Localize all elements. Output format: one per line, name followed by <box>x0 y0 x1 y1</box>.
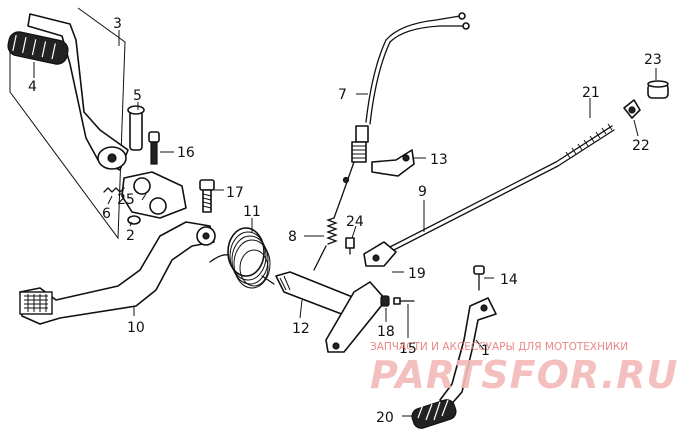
callout-5: 5 <box>133 88 142 104</box>
pedal-tread <box>19 291 53 315</box>
callout-10: 10 <box>127 320 145 336</box>
callout-21: 21 <box>582 85 600 101</box>
callout-22: 22 <box>632 138 650 154</box>
callout-23: 23 <box>644 52 662 68</box>
kick-grip-rubber <box>7 31 69 65</box>
callout-18: 18 <box>377 324 395 340</box>
watermark-subtitle: ЗАПЧАСТИ И АКСЕССУАРЫ ДЛЯ МОТОТЕХНИКИ <box>370 341 628 353</box>
callout-2: 2 <box>126 228 135 244</box>
adjusting-nut <box>647 80 669 99</box>
stop-arm <box>439 297 497 409</box>
callout-8: 8 <box>288 229 297 245</box>
brake-shaft <box>275 271 387 353</box>
kick-pin <box>127 105 145 151</box>
return-spring <box>209 227 275 289</box>
peg-rubber <box>411 399 457 429</box>
callout-12: 12 <box>292 321 310 337</box>
kick-joint <box>103 171 187 225</box>
bolt-24 <box>345 237 355 255</box>
leader-lines <box>33 30 657 417</box>
callout-1: 1 <box>481 343 490 359</box>
callout-7: 7 <box>338 87 347 103</box>
bolt-17 <box>199 179 215 213</box>
callout-3: 3 <box>113 16 122 32</box>
callout-9: 9 <box>418 184 427 200</box>
callout-24: 24 <box>346 214 364 230</box>
callout-25: 25 <box>117 192 135 208</box>
switch-cable <box>341 12 470 197</box>
callout-13: 13 <box>430 152 448 168</box>
callout-19: 19 <box>408 266 426 282</box>
switch-bracket <box>371 149 415 177</box>
kick-starter-assembly <box>7 7 187 240</box>
callout-14: 14 <box>500 272 518 288</box>
callout-6: 6 <box>102 206 111 222</box>
bolt-14 <box>473 265 485 291</box>
callout-17: 17 <box>226 185 244 201</box>
callout-11: 11 <box>243 204 261 220</box>
callout-4: 4 <box>28 79 37 95</box>
bolt-16 <box>148 131 160 165</box>
brake-pedal <box>19 221 216 325</box>
callout-16: 16 <box>177 145 195 161</box>
watermark: ЗАПЧАСТИ И АКСЕССУАРЫ ДЛЯ МОТОТЕХНИКИ PA… <box>370 341 678 397</box>
rod-threaded-end <box>555 123 615 167</box>
washer-18 <box>380 295 390 307</box>
watermark-brand: PARTSFOR.RU <box>370 353 678 397</box>
brake-rod <box>363 161 559 267</box>
callout-20: 20 <box>376 410 394 426</box>
callout-15: 15 <box>399 341 417 357</box>
stop-switch-spring <box>313 195 343 271</box>
bolt-15 <box>393 297 415 305</box>
adjusting-nut-pin <box>623 99 641 119</box>
